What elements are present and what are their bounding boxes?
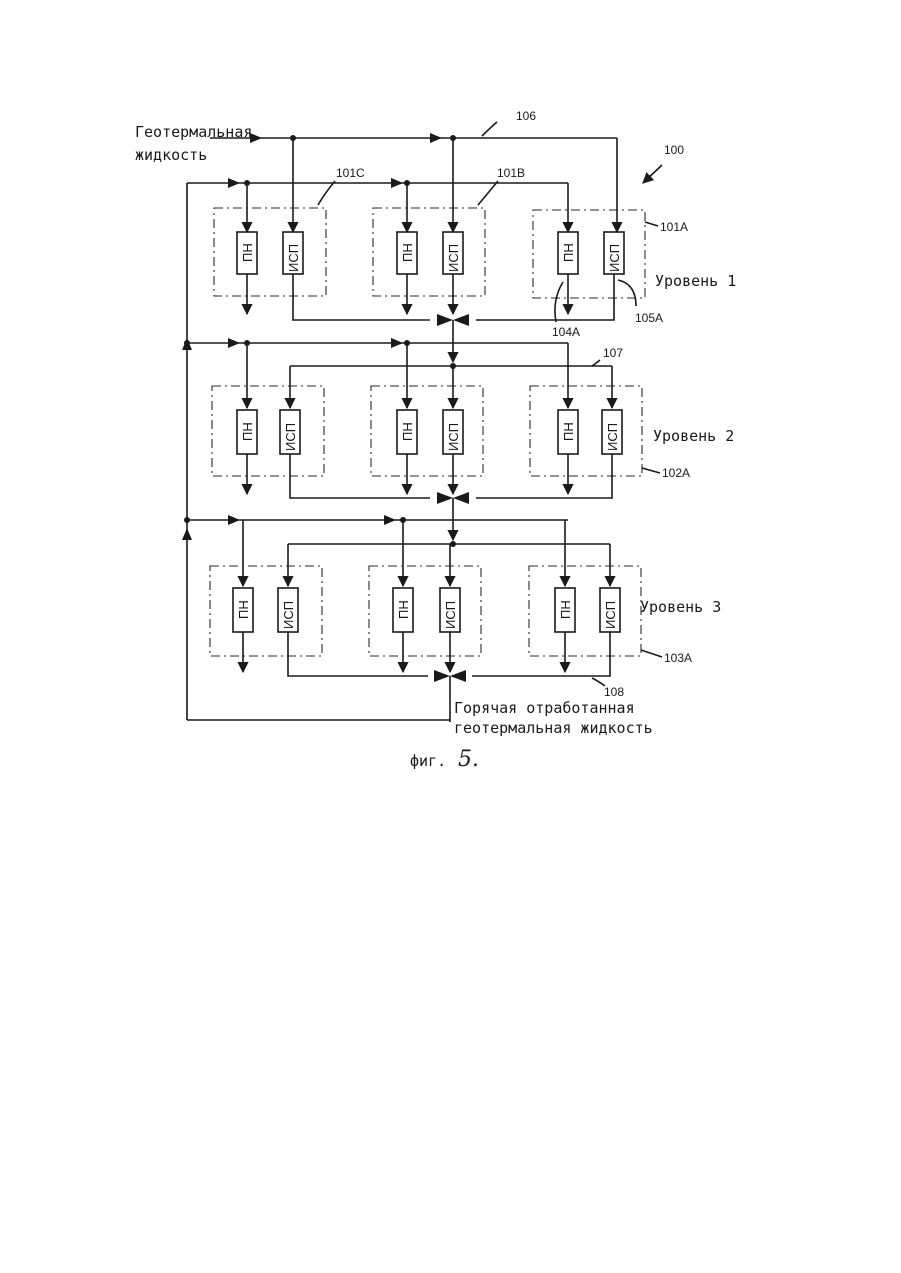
l2u2-pn-label: ПН [400,422,415,441]
l3u1-isp-label: ИСП [281,601,296,629]
ref-105a-label: 105A [635,311,663,325]
101a-isp-label: ИСП [607,244,622,272]
l3u3-isp-out [472,632,610,676]
outlet-label-line1: Горячая отработанная [454,699,635,717]
level2-unit2-boundary [371,386,483,476]
l2u2-isp-label: ИСП [446,423,461,451]
level3-feed-arrow-1 [228,515,240,525]
unit-101c-boundary [214,208,326,296]
l3u2-pn-label: ПН [396,600,411,619]
l2u1-pn-label: ПН [240,422,255,441]
unit-101b-label: 101B [497,166,525,180]
101a-pn-label: ПН [561,243,576,262]
level2-unit1-boundary [212,386,324,476]
level1-collect-arrow-left [437,314,453,326]
l2u3-isp-label: ИСП [605,423,620,451]
unit-103a-leader [641,650,662,657]
level2-feed-arrow-2 [391,338,403,348]
l3u1-pn-label: ПН [236,600,251,619]
ref-104a-label: 104A [552,325,580,339]
level3-feed-node-0 [184,517,190,523]
101c-isp-label: ИСП [286,244,301,272]
level3-label: Уровень 3 [640,598,721,616]
level1-label: Уровень 1 [655,272,736,290]
inlet-arrow-1 [250,133,262,143]
line-107-label: 107 [603,346,623,360]
l3u2-isp-label: ИСП [443,601,458,629]
level3-collect-arrow-left [434,670,450,682]
inlet-arrow-2 [430,133,442,143]
ref-105a-leader [618,280,636,306]
unit-103a-boundary [529,566,641,656]
level1-collect-arrow-right [453,314,469,326]
unit-101c-label: 101C [336,166,365,180]
level3-unit1-boundary [210,566,322,656]
line-106-leader [482,122,497,136]
level2-collect-arrow-left [437,492,453,504]
level3-unit2-boundary [369,566,481,656]
unit-101b-leader [478,181,498,205]
l3u3-pn-label: ПН [558,600,573,619]
level2-feed-arrow-1 [228,338,240,348]
101a-isp-out [476,274,614,320]
unit-101a-label: 101A [660,220,688,234]
figure-caption-prefix: фиг. [410,752,446,770]
system-100-label: 100 [664,143,684,157]
l2u3-pn-label: ПН [561,422,576,441]
unit-103a-label: 103A [664,651,692,665]
line-108-label: 108 [604,685,624,699]
level2-label: Уровень 2 [653,427,734,445]
101b-pn-label: ПН [400,243,415,262]
ref-104a-leader [555,282,563,322]
level3-feed-arrow-2 [384,515,396,525]
level2-feed-node-0 [184,340,190,346]
101b-isp-label: ИСП [446,244,461,272]
l3u3-isp-label: ИСП [603,601,618,629]
line-107-leader [592,360,600,366]
left-bus-arrow-2 [182,528,192,540]
level1-feed-arrow-2 [391,178,403,188]
level2-collect-arrow-right [453,492,469,504]
line-108-leader [592,678,605,686]
level1-feed-arrow-1 [228,178,240,188]
unit-101b-boundary [373,208,485,296]
figure-caption-number: 5. [458,747,479,772]
unit-102a-label: 102A [662,466,690,480]
outlet-label-line2: геотермальная жидкость [454,719,653,737]
line-106-label: 106 [516,109,536,123]
101c-isp-out [293,274,430,320]
unit-102a-leader [642,468,660,473]
system-100-pointer [643,165,662,183]
level3-collect-arrow-right [450,670,466,682]
unit-102a-boundary [530,386,642,476]
l3u1-isp-out [288,632,428,676]
101c-pn-label: ПН [240,243,255,262]
unit-101c-leader [318,181,335,205]
inlet-label-line2: жидкость [135,146,207,164]
unit-101a-leader [645,222,658,226]
l2u1-isp-label: ИСП [283,423,298,451]
